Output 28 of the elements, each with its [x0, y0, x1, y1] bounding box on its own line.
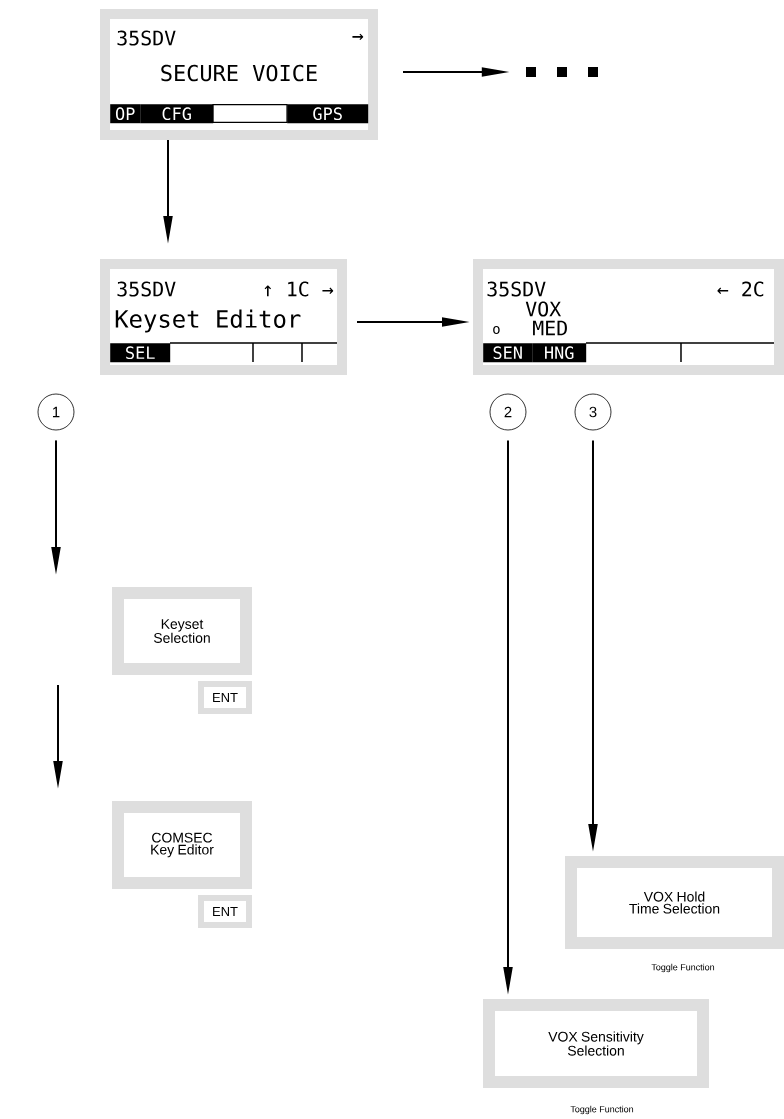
screen-text: ↑ 1C → [264, 281, 334, 297]
screen-text: 35SDV [487, 281, 546, 297]
display-screen [100, 9, 378, 140]
step-box: VOX Sensitivity Selection [483, 999, 709, 1088]
note-text: Toggle Function [651, 963, 715, 973]
step-box: Keyset Selection [112, 587, 252, 675]
key-box: ENT [198, 895, 252, 928]
key-box: ENT [198, 681, 252, 714]
ellipsis-dots [526, 67, 598, 77]
softkey-label: GPS [287, 104, 369, 124]
screen-text: ← 2C [717, 281, 764, 297]
screen-text: 35SDV [117, 30, 176, 46]
softkey-label: HNG [532, 343, 587, 363]
screen-text: VOX [525, 301, 561, 317]
screen-text: MED [533, 320, 567, 336]
screen-text: 35SDV [117, 281, 176, 297]
screen-text: SECURE VOICE [161, 64, 317, 82]
note-text: Toggle Function [570, 1105, 634, 1115]
softkey-label: OP [110, 104, 141, 124]
display-screen [473, 259, 784, 375]
step-box: VOX Hold Time Selection [565, 856, 784, 949]
softkey-label: SEN [483, 343, 533, 363]
screen-text: Keyset Editor [115, 309, 301, 333]
display-screen [100, 259, 347, 375]
screen-text: o [493, 326, 500, 334]
screen-text: → [352, 33, 364, 41]
step-box: COMSEC Key Editor [112, 801, 252, 889]
softkey-label: SEL [110, 343, 171, 363]
